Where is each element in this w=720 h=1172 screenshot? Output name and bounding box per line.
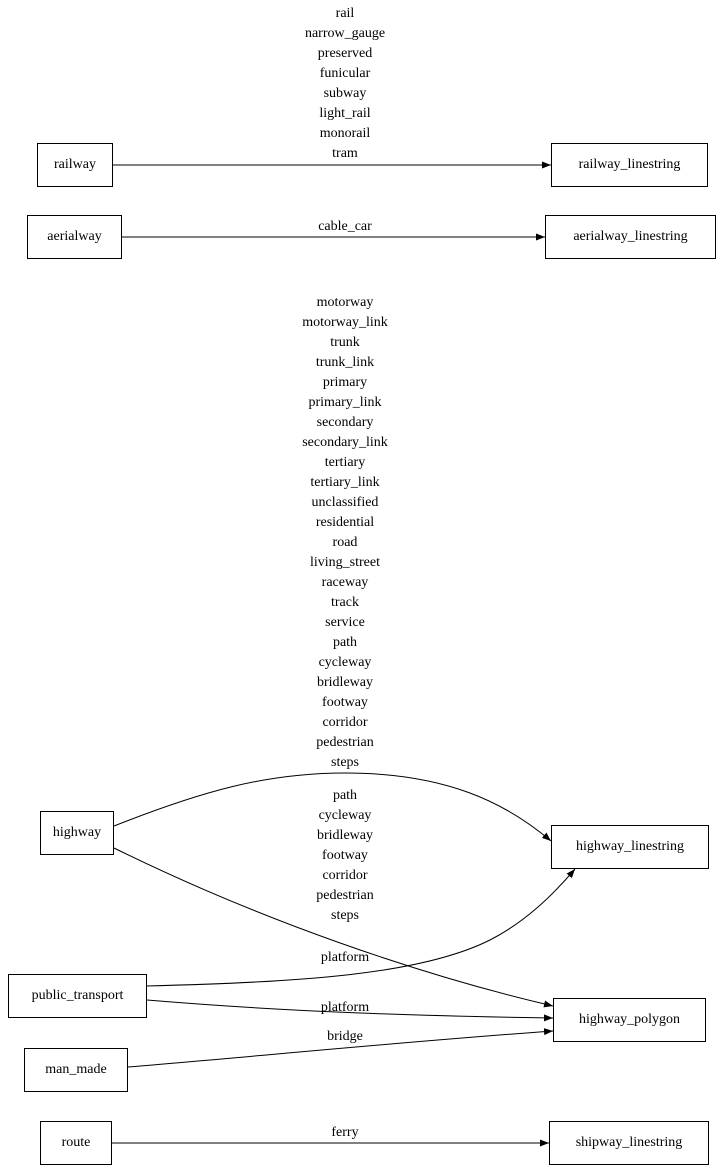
edge-label-aerialway-values: cable_car <box>318 219 372 234</box>
node-highway: highway <box>40 811 114 855</box>
node-highway-polygon: highway_polygon <box>553 998 706 1042</box>
edge-man-made-to-highway-polygon <box>127 1028 554 1068</box>
node-railway-linestring: railway_linestring <box>551 143 708 187</box>
node-highway-label: highway <box>52 825 102 840</box>
edge-label-railway-values: rail narrow_gauge preserved funicular su… <box>304 6 386 161</box>
node-man-made-label: man_made <box>45 1062 107 1077</box>
node-aerialway-linestring: aerialway_linestring <box>545 215 716 259</box>
edge-highway-to-highway-linestring <box>113 772 552 842</box>
edge-label-public-transport-polygon-value: platform <box>320 1000 370 1015</box>
node-aerialway-label: aerialway <box>47 229 102 244</box>
node-highway-linestring: highway_linestring <box>551 825 709 869</box>
edge-label-highway-polygon-values: path cycleway bridleway footway corridor… <box>316 788 374 923</box>
node-aerialway-linestring-label: aerialway_linestring <box>573 229 688 244</box>
node-railway-label: railway <box>54 157 96 172</box>
node-public-transport: public_transport <box>8 974 147 1018</box>
edge-label-man-made-value: bridge <box>327 1029 363 1044</box>
node-man-made: man_made <box>24 1048 128 1092</box>
node-shipway-linestring-label: shipway_linestring <box>575 1135 683 1150</box>
node-route-label: route <box>61 1135 91 1150</box>
node-aerialway: aerialway <box>27 215 122 259</box>
edge-public-transport-to-highway-linestring <box>146 868 576 987</box>
node-route: route <box>40 1121 112 1165</box>
edge-label-public-transport-linestring-value: platform <box>320 950 370 965</box>
edge-public-transport-to-highway-polygon <box>146 999 554 1022</box>
node-railway: railway <box>37 143 113 187</box>
node-highway-polygon-label: highway_polygon <box>578 1012 681 1027</box>
edge-highway-to-highway-polygon <box>113 847 554 1008</box>
node-public-transport-label: public_transport <box>31 988 124 1003</box>
node-railway-linestring-label: railway_linestring <box>578 157 681 172</box>
edge-label-highway-linestring-values: motorway motorway_link trunk trunk_link … <box>302 295 388 770</box>
node-highway-linestring-label: highway_linestring <box>575 839 685 854</box>
edge-label-route-value: ferry <box>331 1125 359 1140</box>
node-shipway-linestring: shipway_linestring <box>549 1121 709 1165</box>
